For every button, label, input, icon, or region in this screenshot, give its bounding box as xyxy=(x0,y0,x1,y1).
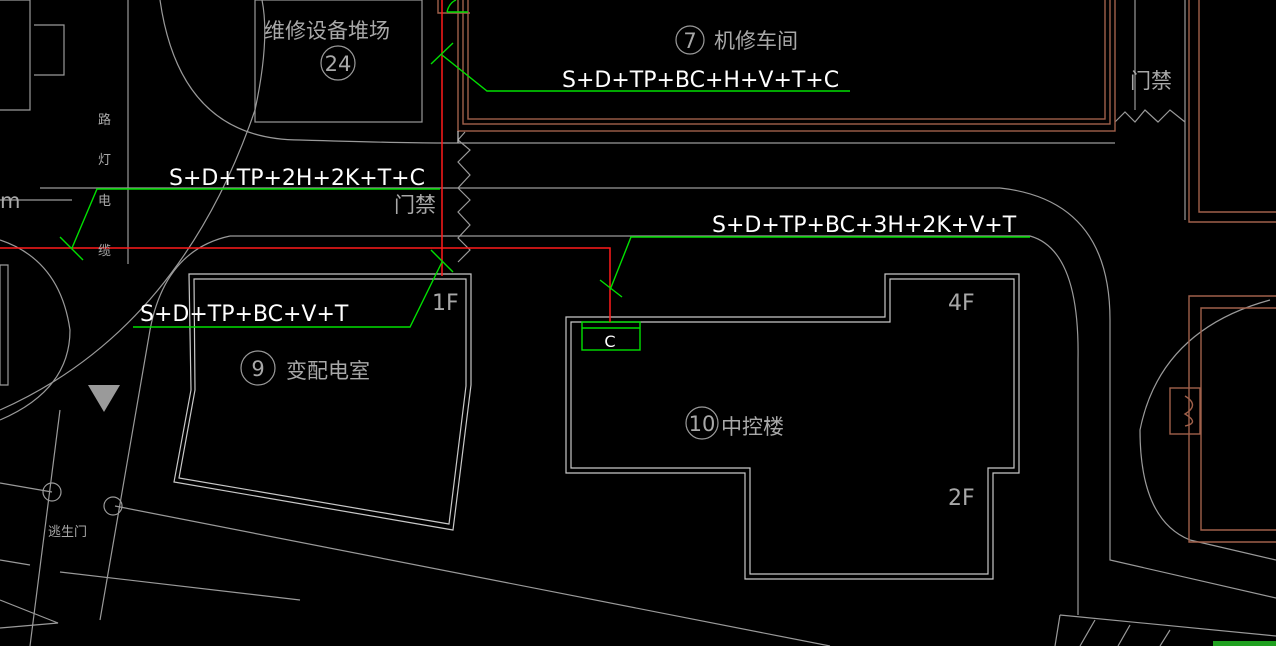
building-10-floor-2f: 2F xyxy=(948,486,975,511)
building-24-name: 维修设备堆场 xyxy=(264,19,390,43)
edge-text: m xyxy=(0,189,20,213)
building-9-number-circle xyxy=(240,350,276,386)
building-9-outline[interactable] xyxy=(173,273,472,531)
north-arrow-icon xyxy=(88,385,120,412)
cable-label-building-7: S+D+TP+BC+H+V+T+C xyxy=(562,68,839,93)
leader-building-7 xyxy=(430,0,850,92)
building-right-bottom-outline[interactable] xyxy=(1169,295,1276,543)
cable-box-label: C xyxy=(604,332,615,351)
cable-box-c[interactable]: C xyxy=(581,321,641,351)
building-10-number-circle xyxy=(685,406,719,440)
building-7-number: 7 xyxy=(683,29,696,53)
cable-label-building-9: S+D+TP+BC+V+T xyxy=(140,302,349,327)
road-label-char: 电 xyxy=(98,194,111,209)
cable-route-red[interactable] xyxy=(0,0,611,322)
gate-label: 门禁 xyxy=(1130,69,1172,93)
status-bar-fragment xyxy=(1213,641,1276,646)
building-7-outline[interactable] xyxy=(437,0,1116,143)
leader-building-9 xyxy=(133,249,454,328)
escape-door-label: 逃生门 xyxy=(48,525,87,540)
cable-label-building-10: S+D+TP+BC+3H+2K+V+T xyxy=(712,213,1017,238)
building-9-name: 变配电室 xyxy=(286,359,370,383)
building-right-top-outline[interactable] xyxy=(1188,0,1276,223)
gate-label: 门禁 xyxy=(394,193,436,217)
zigzag-break-line xyxy=(457,131,471,263)
building-24-number: 24 xyxy=(325,52,352,76)
building-10-name: 中控楼 xyxy=(721,415,784,439)
zigzag-break-line xyxy=(1114,109,1186,123)
building-7-number-circle xyxy=(675,25,705,55)
building-9-number: 9 xyxy=(251,357,264,381)
building-10-outline[interactable] xyxy=(565,273,1020,580)
marker-circle xyxy=(42,482,62,502)
road-label-char: 灯 xyxy=(98,153,111,168)
building-10-floor-4f: 4F xyxy=(948,291,975,316)
leader-building-10 xyxy=(599,236,1030,298)
leader-road xyxy=(59,188,440,261)
building-24-number-circle xyxy=(320,45,356,81)
marker-circle xyxy=(103,496,123,516)
building-9-floor: 1F xyxy=(432,291,459,316)
building-24-outline[interactable] xyxy=(254,0,423,123)
road-label-char: 路 xyxy=(98,112,111,128)
building-7-name: 机修车间 xyxy=(714,29,798,53)
building-10-number: 10 xyxy=(689,412,716,436)
cable-label-road: S+D+TP+2H+2K+T+C xyxy=(169,166,425,191)
road-label-char: 缆 xyxy=(98,243,111,259)
